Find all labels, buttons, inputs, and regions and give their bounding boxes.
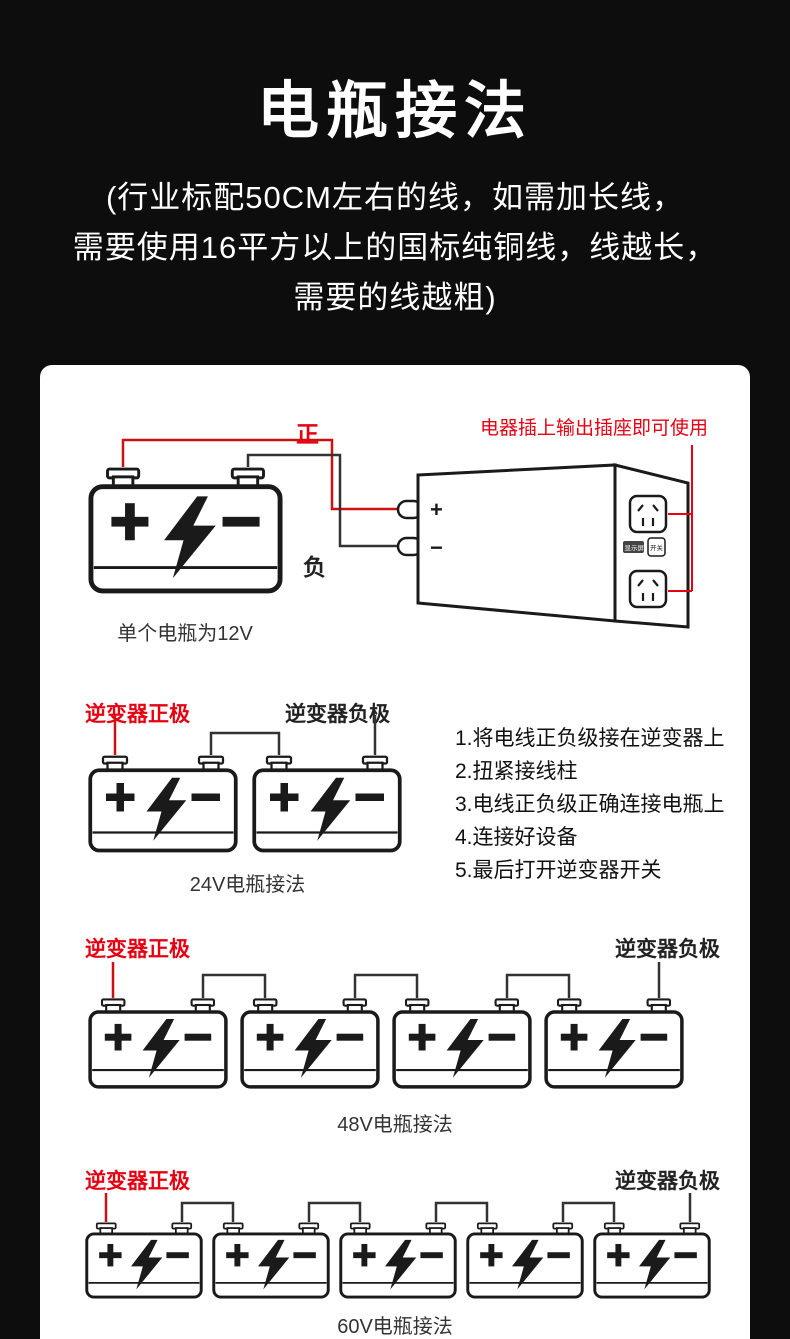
label-inverter-positive: 逆变器正极	[85, 938, 190, 961]
display-screen	[623, 541, 644, 553]
jumper-wire	[209, 731, 281, 755]
subtitle-line: 需要使用16平方以上的国标纯铜线，线越长，	[72, 230, 718, 265]
inverter-minus-label: −	[430, 535, 443, 560]
battery-icon	[85, 1222, 203, 1299]
battery-icon	[252, 755, 402, 853]
step-item: 2.扭紧接线柱	[455, 760, 578, 783]
socket-note-leader-lines	[668, 445, 693, 592]
positive-wire-label: 正	[296, 421, 319, 447]
jumper-wire	[201, 973, 267, 998]
label-inverter-positive: 逆变器正极	[85, 1170, 190, 1193]
battery-icon	[212, 1222, 330, 1299]
jumper-wire	[353, 973, 419, 998]
battery-icon	[91, 469, 280, 591]
negative-wire	[246, 453, 400, 548]
subtitle-line: (行业标配50CM左右的线，如需加长线，	[105, 180, 684, 215]
battery-icon	[593, 1222, 711, 1299]
battery-60v-diagram	[85, 1193, 711, 1299]
positive-wire	[121, 438, 400, 511]
step-item: 4.连接好设备	[455, 826, 578, 849]
label-inverter-negative: 逆变器负极	[615, 1170, 720, 1193]
step-item: 1.将电线正负级接在逆变器上	[455, 727, 725, 750]
jumper-wire	[180, 1201, 235, 1222]
jumper-wire	[505, 973, 571, 998]
jumper-wire	[561, 1201, 616, 1222]
steps-list: 1.将电线正负级接在逆变器上 2.扭紧接线柱 3.电线正负级正确连接电瓶上 4.…	[455, 722, 725, 887]
battery-icon	[88, 755, 238, 853]
power-switch	[647, 537, 666, 557]
inverter-plus-label: +	[430, 497, 443, 522]
socket-note: 电器插上输出插座即可使用	[480, 418, 709, 439]
display-label: 显示屏	[625, 544, 645, 552]
single-battery-inverter-diagram: + − 显示屏 开关	[40, 438, 693, 629]
switch-label: 开关	[650, 543, 664, 552]
battery-icon	[466, 1222, 584, 1299]
battery-48v-diagram	[88, 962, 684, 1089]
negative-wire-label: 负	[303, 554, 326, 580]
inverter-front-face	[416, 463, 617, 623]
subtitle-line: 需要的线越粗)	[293, 280, 497, 315]
jumper-wire	[434, 1201, 489, 1222]
label-inverter-negative: 逆变器负极	[285, 703, 390, 726]
step-item: 5.最后打开逆变器开关	[455, 859, 662, 882]
battery-icon	[240, 998, 380, 1089]
jumper-wire	[307, 1201, 362, 1222]
step-item: 3.电线正负级正确连接电瓶上	[455, 793, 725, 816]
label-inverter-negative: 逆变器负极	[615, 938, 720, 961]
socket-icon	[628, 569, 668, 609]
label-inverter-positive: 逆变器正极	[85, 703, 190, 726]
inverter-body: + − 显示屏 开关	[396, 463, 690, 629]
caption-48v: 48V电瓶接法	[337, 1114, 453, 1136]
battery-icon	[88, 998, 228, 1089]
battery-24v-diagram	[88, 715, 402, 853]
caption-60v: 60V电瓶接法	[337, 1316, 453, 1338]
socket-icon	[628, 494, 668, 534]
page-title: 电瓶接法	[256, 77, 533, 146]
battery-icon	[392, 998, 532, 1089]
diagram-panel: + − 显示屏 开关	[40, 365, 750, 1339]
battery-icon	[339, 1222, 457, 1299]
single-battery-caption: 单个电瓶为12V	[117, 623, 253, 645]
battery-icon	[544, 998, 684, 1089]
caption-24v: 24V电瓶接法	[189, 874, 306, 896]
